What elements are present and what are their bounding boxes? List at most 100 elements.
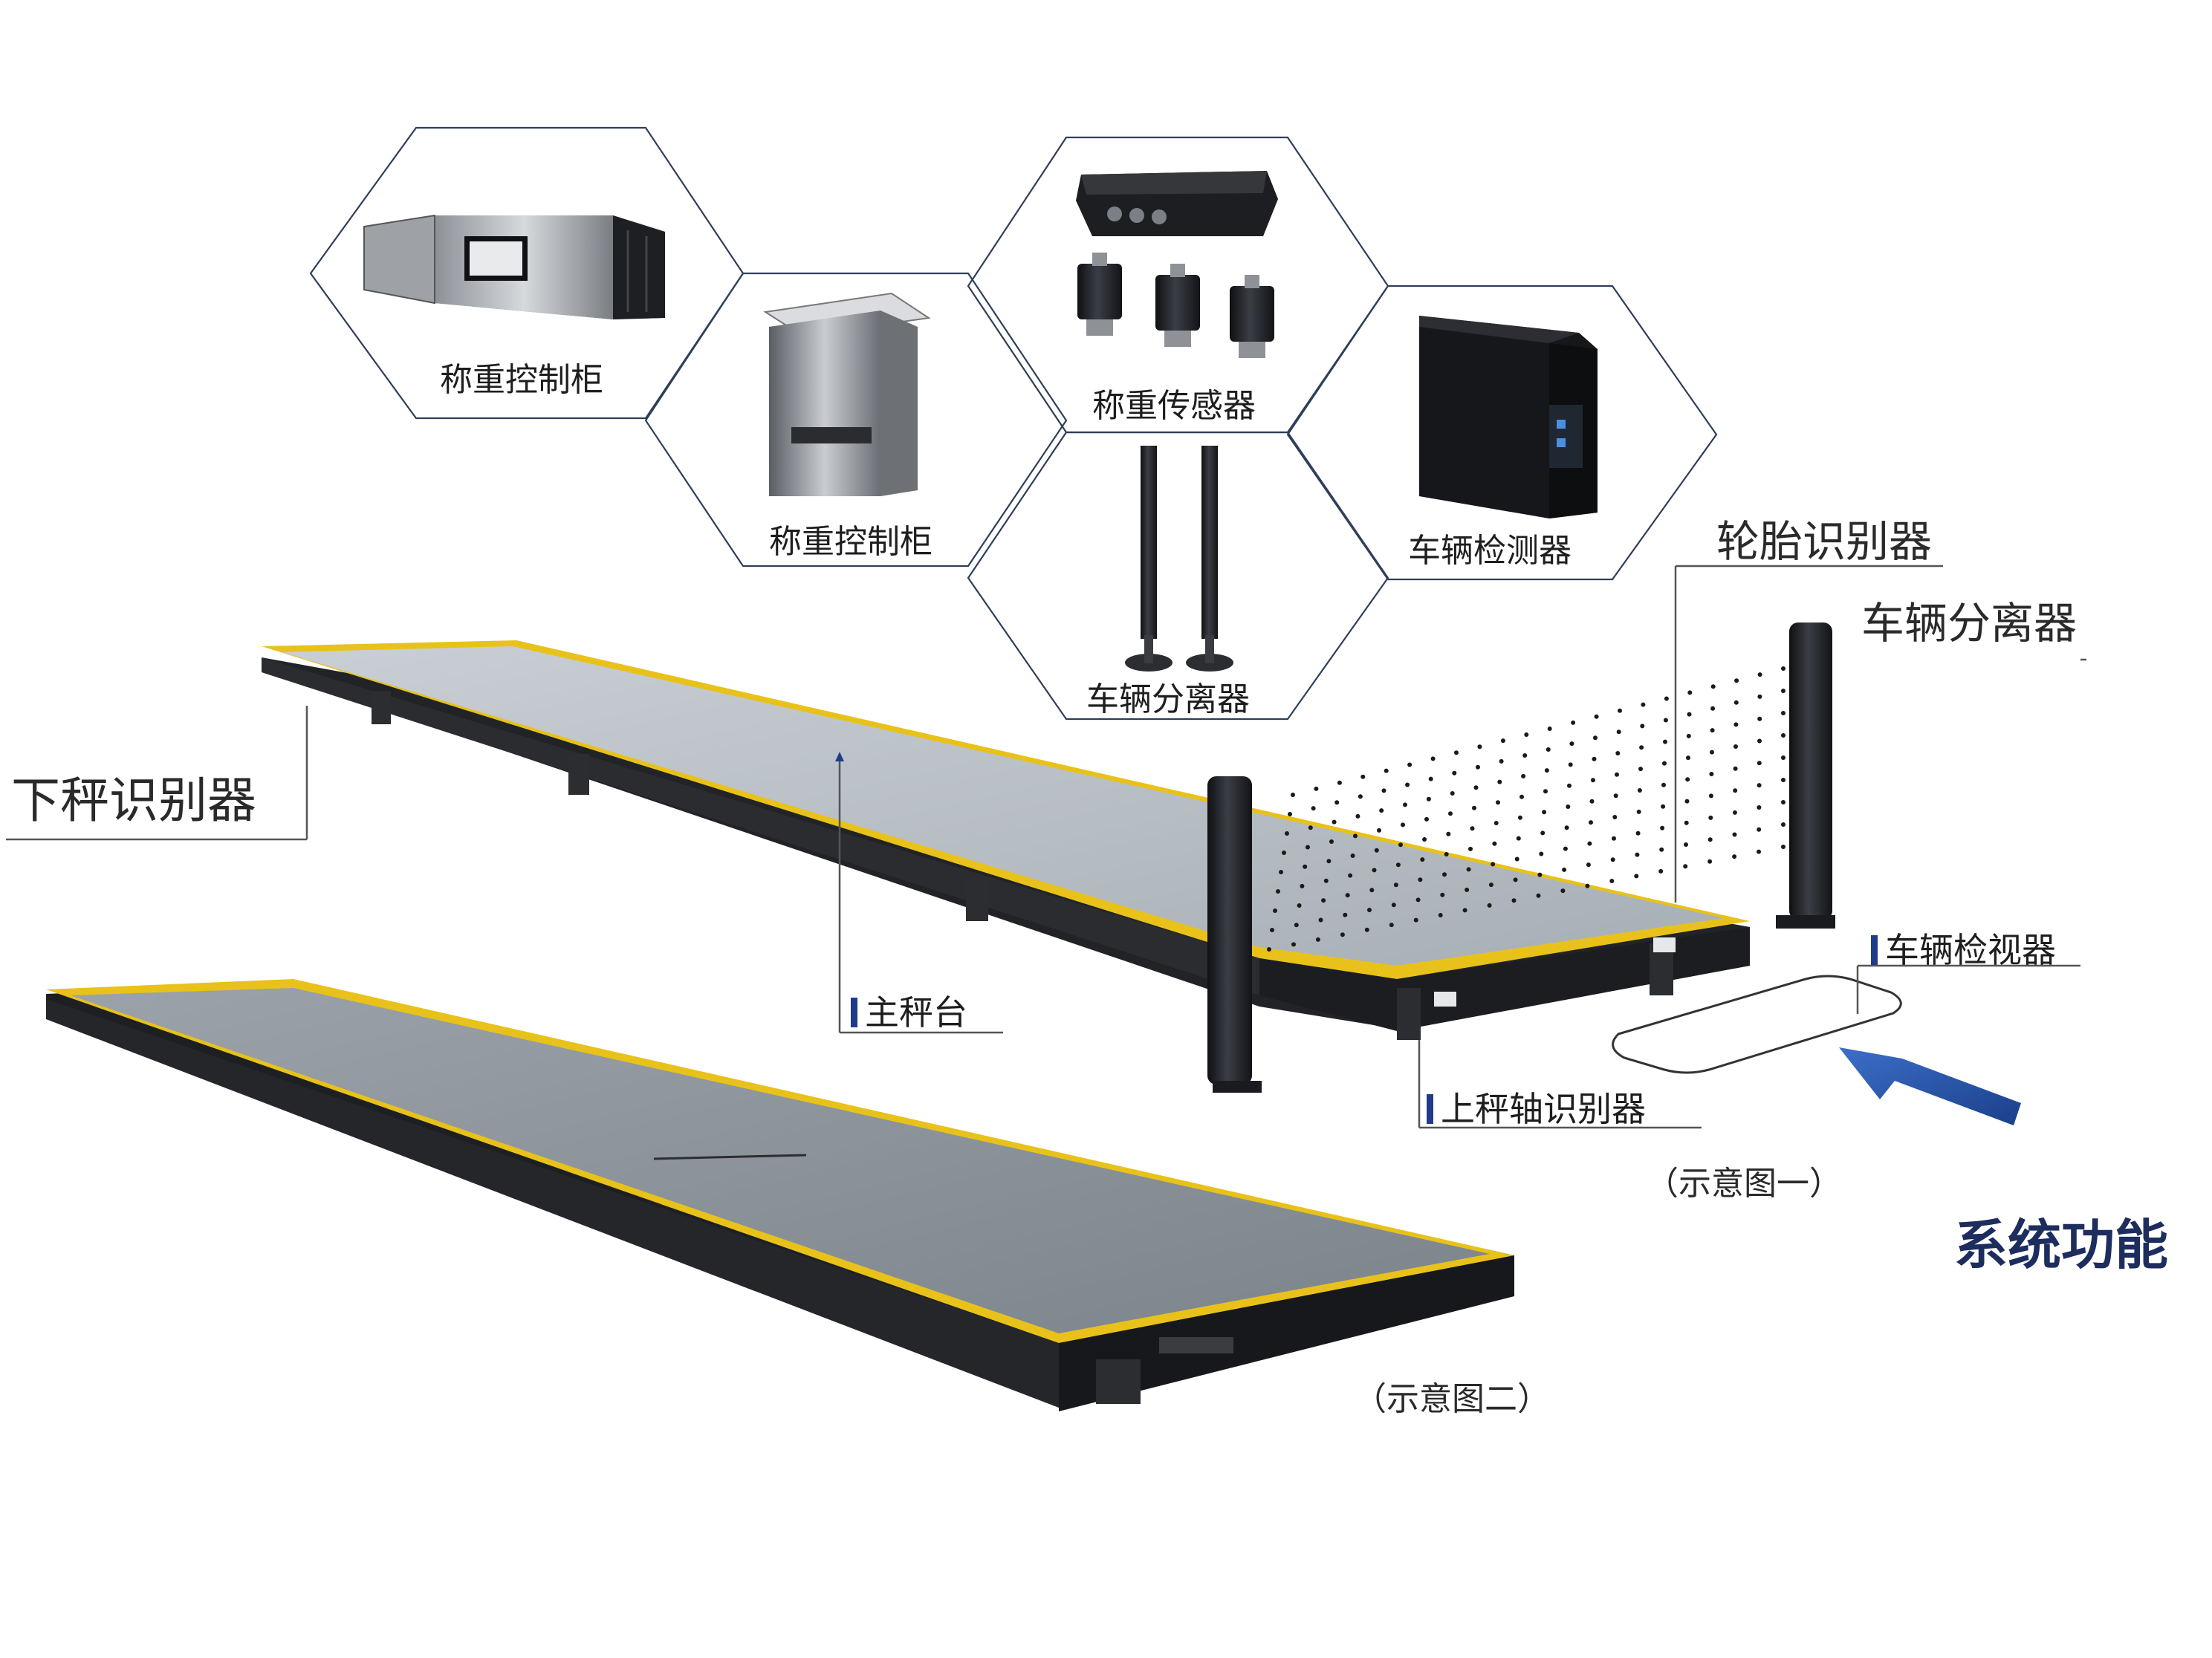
vehicle-detector-loop bbox=[1612, 975, 1902, 1074]
beam-dot bbox=[1733, 722, 1739, 727]
beam-dot bbox=[1710, 684, 1716, 689]
beam-dot bbox=[1369, 888, 1375, 893]
beam-dot bbox=[1618, 708, 1622, 713]
beam-dot bbox=[1687, 712, 1692, 717]
beam-dot bbox=[1536, 893, 1541, 898]
beam-dot bbox=[1267, 947, 1271, 952]
beam-dot bbox=[1358, 794, 1363, 799]
beam-dot bbox=[1663, 718, 1668, 723]
beam-dot bbox=[1511, 898, 1517, 903]
beam-dot bbox=[1401, 822, 1405, 828]
weighing-sensor-image bbox=[1076, 171, 1278, 358]
beam-dot bbox=[1517, 815, 1522, 820]
beam-dot bbox=[1658, 868, 1664, 874]
beam-dot bbox=[1661, 804, 1666, 809]
beam-dot bbox=[1542, 810, 1547, 815]
beam-dot bbox=[1733, 766, 1738, 771]
beam-dot bbox=[1393, 882, 1398, 888]
caption-diagram-two: （示意图二） bbox=[1354, 1380, 1550, 1418]
beam-dot bbox=[1496, 800, 1500, 805]
beam-dot bbox=[1473, 785, 1479, 790]
second-platform-illustration bbox=[46, 979, 1514, 1411]
beam-dot bbox=[1326, 859, 1332, 864]
beam-dot bbox=[1635, 830, 1641, 836]
beam-dot bbox=[1566, 804, 1571, 809]
beam-dot bbox=[1639, 745, 1644, 750]
beam-dot bbox=[1519, 794, 1524, 799]
beam-dot bbox=[1472, 805, 1476, 810]
beam-dot bbox=[1315, 937, 1320, 942]
beam-dot bbox=[1426, 796, 1431, 802]
beam-dot bbox=[1757, 805, 1762, 810]
beam-dot bbox=[1493, 821, 1499, 825]
beam-dot bbox=[1757, 849, 1761, 854]
beam-dot bbox=[1613, 793, 1618, 799]
beam-dot bbox=[1637, 788, 1642, 793]
beam-dot bbox=[1303, 864, 1308, 869]
beam-dot bbox=[1360, 774, 1366, 779]
beam-dot bbox=[1609, 879, 1615, 883]
beam-dot bbox=[1355, 813, 1360, 819]
accent-bar bbox=[1427, 1094, 1433, 1124]
beam-dot bbox=[1285, 831, 1289, 836]
beam-dot bbox=[1291, 793, 1295, 797]
beam-dot bbox=[1270, 928, 1274, 932]
beam-dot bbox=[1337, 780, 1342, 785]
beam-dot bbox=[1418, 877, 1423, 882]
beam-dot bbox=[1664, 696, 1669, 701]
beam-dot bbox=[1710, 750, 1714, 755]
beam-dot bbox=[1522, 753, 1528, 758]
beam-dot bbox=[1294, 923, 1299, 928]
beam-dot bbox=[1683, 864, 1688, 869]
hexagon-outline bbox=[1286, 285, 1718, 581]
beam-dot bbox=[1659, 847, 1664, 852]
beam-dot bbox=[1732, 854, 1737, 859]
beam-dot bbox=[1585, 883, 1590, 888]
beam-dot bbox=[1405, 782, 1410, 787]
beam-dot bbox=[1708, 793, 1713, 799]
hex-label-control-cabinet-1: 称重控制柜 bbox=[440, 361, 603, 399]
beam-dot bbox=[1391, 903, 1396, 908]
beam-dot bbox=[1638, 767, 1643, 772]
beam-dot bbox=[1709, 772, 1714, 776]
beam-dot bbox=[1686, 733, 1691, 738]
beam-dot bbox=[1589, 799, 1595, 804]
beam-dot bbox=[1282, 851, 1286, 855]
beam-dot bbox=[1321, 898, 1326, 903]
beam-dot bbox=[1612, 836, 1616, 841]
beam-dot bbox=[1591, 778, 1595, 783]
beam-dot bbox=[1615, 772, 1619, 777]
beam-dot bbox=[1734, 678, 1739, 683]
beam-dot bbox=[1560, 888, 1566, 894]
beam-dot bbox=[1367, 908, 1372, 912]
beam-dot bbox=[1684, 820, 1689, 825]
beam-dot bbox=[1348, 873, 1353, 878]
beam-dot bbox=[1491, 862, 1496, 867]
beam-dot bbox=[1353, 833, 1358, 839]
beam-dot bbox=[1568, 762, 1573, 767]
beam-dot bbox=[1663, 739, 1667, 744]
beam-dot bbox=[1708, 815, 1713, 820]
beam-dot bbox=[1308, 825, 1313, 830]
beam-dot bbox=[1685, 777, 1690, 782]
beam-dot bbox=[1616, 729, 1621, 735]
rear-separator-post bbox=[1776, 622, 1835, 929]
beam-dot bbox=[1592, 756, 1597, 761]
beam-dot bbox=[1306, 845, 1310, 850]
beam-dot bbox=[1477, 744, 1482, 750]
beam-dot bbox=[1781, 666, 1786, 671]
main-platform-illustration bbox=[262, 640, 1750, 1040]
beam-dot bbox=[1539, 851, 1544, 856]
beam-dot bbox=[1634, 874, 1639, 879]
beam-dot bbox=[1781, 755, 1786, 760]
beam-dot bbox=[1571, 720, 1576, 725]
beam-dot bbox=[1781, 845, 1786, 849]
beam-dot bbox=[1492, 841, 1497, 846]
accent-bar bbox=[1871, 935, 1878, 965]
beam-dot bbox=[1521, 773, 1526, 778]
beam-dot bbox=[1442, 872, 1447, 877]
beam-dot bbox=[1660, 825, 1665, 830]
beam-dot bbox=[1420, 857, 1425, 862]
beam-dot bbox=[1732, 810, 1737, 815]
beam-dot bbox=[1544, 768, 1549, 773]
